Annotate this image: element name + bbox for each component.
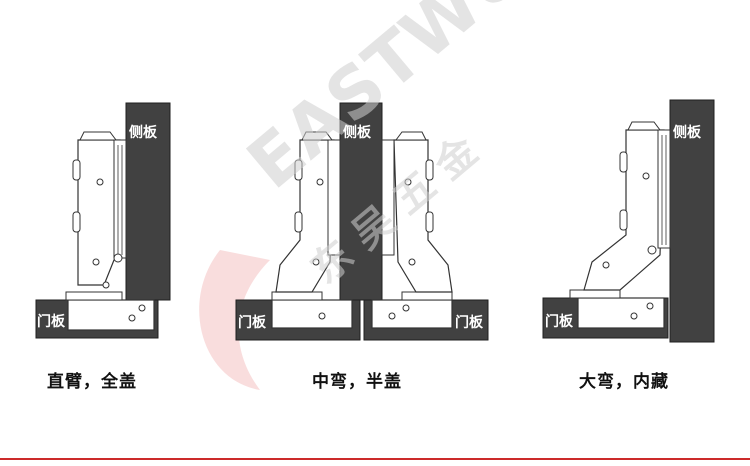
- diagram-full-overlay: [35, 102, 171, 339]
- diagram-half-overlay: [235, 102, 489, 341]
- side-board-3: [669, 99, 715, 343]
- side-board-label-1: 侧板: [129, 125, 157, 141]
- caption-half-overlay: 中弯，半盖: [312, 372, 402, 392]
- door-board-label-2-right: 门板: [455, 315, 483, 331]
- hinge-arm-2-right: [393, 139, 453, 293]
- door-board-label-2-left: 门板: [238, 315, 266, 331]
- door-board-label-1: 门板: [37, 314, 65, 330]
- bottom-accent-line: [0, 458, 750, 460]
- diagram-inset: [542, 99, 715, 343]
- caption-inset: 大弯，内藏: [579, 372, 669, 392]
- side-board-label-2: 侧板: [343, 125, 371, 141]
- caption-full-overlay: 直臂，全盖: [47, 372, 137, 392]
- side-board-label-3: 侧板: [673, 125, 701, 141]
- hinge-cup-1: [67, 299, 155, 331]
- door-board-label-3: 门板: [545, 314, 573, 330]
- side-board-2: [339, 102, 383, 301]
- watermark-logo-swoosh: [199, 250, 270, 390]
